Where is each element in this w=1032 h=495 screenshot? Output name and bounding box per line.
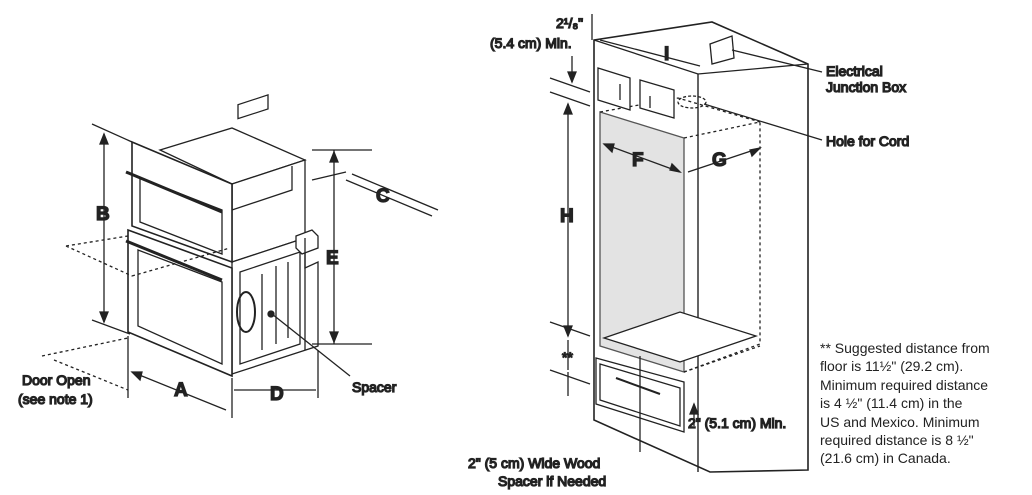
hole-for-cord-label: Hole for Cord [826,133,909,149]
note-line: floor is 11½" (29.2 cm). [820,358,964,375]
top-clearance-min: (5.4 cm) Min. [490,35,572,51]
cabinet-cutout [549,14,823,473]
bottom-min-label: 2" (5.1 cm) Min. [688,415,786,431]
clearance-note: ** Suggested distance from floor is 11½"… [820,339,1026,468]
see-note-label: (see note 1) [18,391,93,407]
dim-g-label: G [712,150,727,171]
dim-b-label: B [96,204,110,225]
note-line: ** Suggested distance from [820,340,990,356]
wood-spacer-label-1: 2" (5 cm) Wide Wood [468,455,600,471]
note-line: US and Mexico. Minimum [820,413,980,430]
dim-i-label: I [664,44,669,65]
door-open-label: Door Open [22,372,90,388]
electrical-label-1: Electrical [826,63,883,79]
electrical-label-2: Junction Box [826,79,906,95]
double-star-label: ** [562,349,573,365]
dim-e-label: E [326,248,339,269]
note-line: required distance is 8 ½" [820,432,974,449]
dim-f-label: F [632,150,644,171]
note-line: is 4 ½" (11.4 cm) in the [820,395,963,412]
dim-a-label: A [174,380,188,401]
dim-d-label: D [270,384,284,405]
spacer-label: Spacer [352,379,397,395]
note-line: Minimum required distance [820,376,989,393]
wall-oven-unit [41,94,439,418]
note-line: (21.6 cm) in Canada. [820,450,951,467]
top-clearance-fraction: 2¹/₈" [556,15,583,31]
wood-spacer-label-2: Spacer if Needed [498,473,606,489]
dim-h-label: H [560,206,574,227]
dim-c-label: C [376,186,390,207]
